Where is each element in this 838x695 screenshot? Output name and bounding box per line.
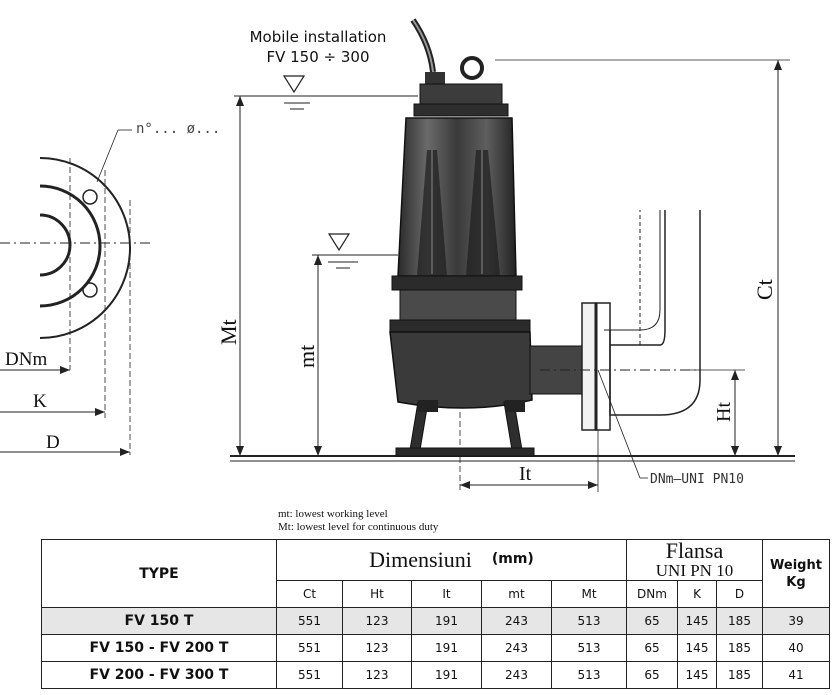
pump-dimension-drawing: n°... ø... DNm K D Mt mt Ct xyxy=(0,18,795,492)
motor-casing xyxy=(397,117,517,277)
note-Mt: Mt: lowest level for continuous duty xyxy=(278,521,439,533)
table-header-row: TYPE Dimensiuni (mm) Flansa UNI PN 10 Wei… xyxy=(41,538,830,608)
foot-left xyxy=(418,400,438,412)
it-label: It xyxy=(519,463,532,485)
k-label: K xyxy=(33,391,47,412)
value-cell: 65 xyxy=(626,634,678,662)
mobile-installation-title: Mobile installation xyxy=(250,28,387,46)
dimensions-title: Dimensiuni xyxy=(369,547,472,572)
column-header: K xyxy=(677,580,717,608)
dimension-table: TYPE Dimensiuni (mm) Flansa UNI PN 10 Wei… xyxy=(41,539,830,689)
column-header: Mt xyxy=(551,580,627,608)
flange-title: Flansa xyxy=(665,538,724,563)
ct-label: Ct xyxy=(752,279,777,300)
elbow-inner xyxy=(610,210,666,346)
value-cell: 551 xyxy=(276,607,343,635)
dnm-label: DNm xyxy=(5,349,47,370)
flange-callout-leader xyxy=(597,369,641,479)
foot-right xyxy=(505,400,525,412)
value-cell: 123 xyxy=(342,634,412,662)
flange-view xyxy=(0,129,150,456)
lifting-eye xyxy=(460,56,484,80)
dimension-lines xyxy=(236,59,790,492)
volute xyxy=(389,331,533,409)
ht-label: Ht xyxy=(713,402,735,422)
flange-bore xyxy=(39,213,72,277)
dimensions-unit: (mm) xyxy=(491,551,534,567)
column-header: Ct xyxy=(276,580,343,608)
bolt-hole-upper xyxy=(82,189,98,205)
value-cell: 185 xyxy=(716,607,763,635)
hole-leader xyxy=(96,129,119,183)
note-mt: mt: lowest working level xyxy=(278,508,388,520)
weight-cell: 39 xyxy=(762,607,830,635)
column-header: mt xyxy=(481,580,552,608)
weight-cell: 40 xyxy=(762,634,830,662)
pump-body xyxy=(389,18,585,457)
dimensions-header: Dimensiuni (mm) xyxy=(276,539,627,581)
value-cell: 513 xyxy=(551,607,627,635)
elbow-outer xyxy=(609,210,701,416)
value-cell: 123 xyxy=(342,661,412,689)
value-cell: 513 xyxy=(551,661,627,689)
table-row: FV 200 - FV 300 T 551 123 191 243 513 65… xyxy=(41,661,830,689)
value-cell: 243 xyxy=(481,661,552,689)
d-label: D xyxy=(46,432,60,453)
lower-water-level xyxy=(312,233,398,269)
column-header: D xyxy=(716,580,763,608)
flange-holes-label: n°... ø... xyxy=(136,121,220,137)
flange-header: Flansa UNI PN 10 xyxy=(626,538,763,581)
pipe-side-flange xyxy=(595,302,611,431)
value-cell: 123 xyxy=(342,607,412,635)
weight-title: Weight xyxy=(770,557,822,573)
column-header: DNm xyxy=(626,580,678,608)
value-cell: 145 xyxy=(677,607,717,635)
upper-water-level xyxy=(234,75,418,110)
value-cell: 65 xyxy=(626,661,678,689)
type-cell: FV 150 - FV 200 T xyxy=(41,634,277,662)
flange-outer-arc xyxy=(39,157,131,339)
value-cell: 551 xyxy=(276,661,343,689)
cable-gland xyxy=(425,72,445,86)
mt-lower-label: mt xyxy=(294,345,319,368)
weight-unit: Kg xyxy=(786,574,806,590)
type-cell: FV 150 T xyxy=(41,607,277,635)
value-cell: 145 xyxy=(677,661,717,689)
value-cell: 145 xyxy=(677,634,717,662)
column-header: It xyxy=(411,580,482,608)
value-cell: 243 xyxy=(481,634,552,662)
pump-side-flange xyxy=(581,302,597,431)
discharge-connection xyxy=(540,210,701,479)
mobile-installation-models: FV 150 ÷ 300 xyxy=(266,48,369,66)
table-row: FV 150 - FV 200 T 551 123 191 243 513 65… xyxy=(41,634,830,662)
mt-upper-label: Mt xyxy=(216,319,241,345)
flange-callout-label: DNm–UNI PN10 xyxy=(650,472,744,487)
value-cell: 185 xyxy=(716,661,763,689)
motor-flange xyxy=(391,275,523,291)
value-cell: 191 xyxy=(411,661,482,689)
column-header: Ht xyxy=(342,580,412,608)
type-cell: FV 200 - FV 300 T xyxy=(41,661,277,689)
weight-header: Weight Kg xyxy=(762,539,830,608)
value-cell: 513 xyxy=(551,634,627,662)
flange-bolt-circle xyxy=(39,184,102,308)
bolt-hole-lower xyxy=(82,282,98,298)
level-triangle-upper xyxy=(282,75,306,94)
value-cell: 191 xyxy=(411,634,482,662)
value-cell: 551 xyxy=(276,634,343,662)
value-cell: 191 xyxy=(411,607,482,635)
table-row: FV 150 T 551 123 191 243 513 65 145 185 … xyxy=(41,607,830,635)
level-triangle-lower xyxy=(327,233,351,252)
value-cell: 243 xyxy=(481,607,552,635)
weight-cell: 41 xyxy=(762,661,830,689)
flange-standard: UNI PN 10 xyxy=(655,561,734,580)
value-cell: 65 xyxy=(626,607,678,635)
cable xyxy=(410,18,436,73)
type-header: TYPE xyxy=(41,539,277,608)
value-cell: 185 xyxy=(716,634,763,662)
base-plate xyxy=(395,447,535,457)
